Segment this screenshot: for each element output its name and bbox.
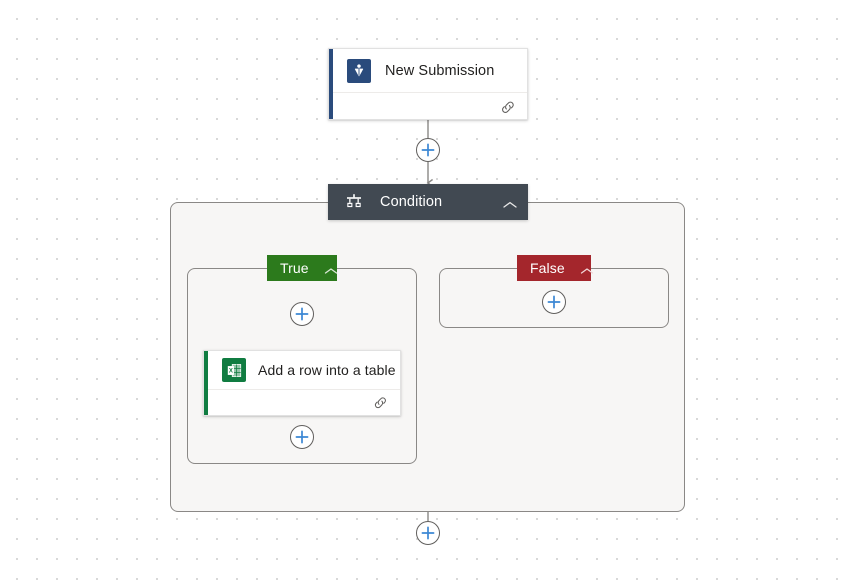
add-step-false-branch[interactable] — [542, 290, 566, 314]
chevron-up-icon[interactable] — [579, 263, 595, 274]
excel-icon: X — [222, 358, 246, 382]
add-step-true-branch-top[interactable] — [290, 302, 314, 326]
action-accent-bar — [204, 351, 208, 415]
link-icon[interactable] — [499, 99, 517, 115]
action-header: X Add a row into a table — [204, 351, 400, 389]
trigger-header: New Submission — [329, 49, 527, 92]
trigger-accent-bar — [329, 49, 333, 119]
branch-label-true[interactable]: True — [267, 255, 337, 281]
condition-branch-icon — [342, 190, 366, 214]
action-footer — [204, 389, 400, 416]
condition-title: Condition — [380, 194, 443, 210]
action-title: Add a row into a table — [258, 362, 396, 378]
branch-label-false-text: False — [530, 260, 565, 276]
trigger-title: New Submission — [385, 62, 495, 79]
action-card-add-row-into-table[interactable]: X Add a row into a table — [203, 350, 401, 416]
link-icon[interactable] — [372, 395, 390, 411]
trigger-footer — [329, 92, 527, 120]
chevron-up-icon[interactable] — [502, 197, 518, 208]
branch-label-false[interactable]: False — [517, 255, 593, 281]
microsoft-forms-icon — [347, 58, 371, 83]
condition-node-header[interactable]: Condition — [328, 184, 528, 220]
svg-text:X: X — [228, 368, 232, 374]
chevron-up-icon[interactable] — [323, 263, 339, 274]
branch-label-true-text: True — [280, 260, 309, 276]
add-step-after-trigger[interactable] — [416, 138, 440, 162]
add-step-after-condition[interactable] — [416, 521, 440, 545]
add-step-true-branch-bottom[interactable] — [290, 425, 314, 449]
trigger-card-new-submission[interactable]: New Submission — [328, 48, 528, 120]
